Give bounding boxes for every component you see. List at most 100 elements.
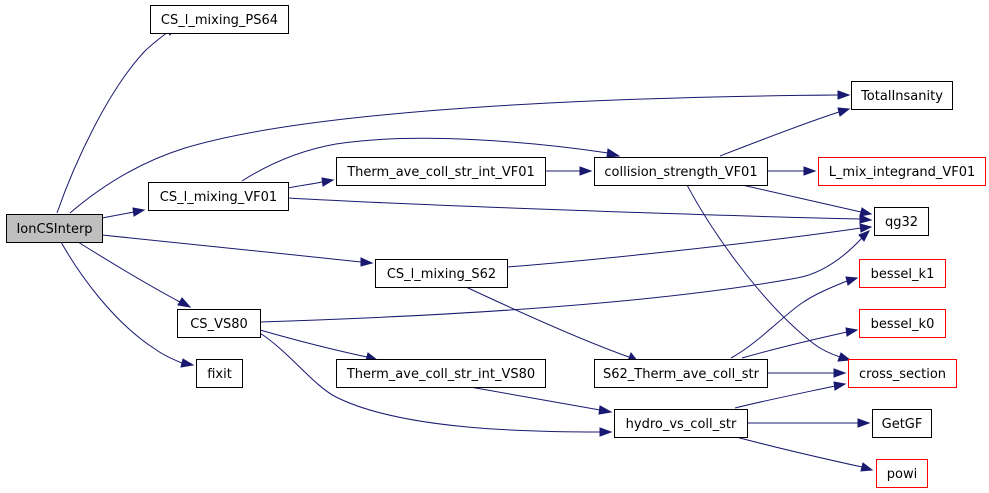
node-label: CS_l_mixing_S62 [387, 267, 496, 282]
edge-line [734, 385, 836, 409]
edge-cs_l_mixing_s62-to-qg32 [506, 223, 873, 268]
edge-cs_l_mixing_vf01-to-collision_strength_vf01 [241, 137, 621, 182]
node-box [196, 359, 243, 388]
arrowhead-icon [132, 207, 146, 217]
arrowhead-icon [833, 381, 847, 391]
node-box [594, 359, 768, 388]
edge-line [241, 137, 609, 182]
node-box [614, 409, 748, 438]
node-s62-therm-ave-coll-str[interactable]: S62_Therm_ave_coll_str [594, 359, 768, 388]
node-label: Therm_ave_coll_str_int_VS80 [346, 367, 535, 382]
edge-collision_strength_vf01-to-totalinsanity [719, 107, 851, 157]
node-box [818, 157, 986, 186]
node-label: bessel_k1 [871, 267, 935, 282]
arrowhead-icon [859, 214, 873, 224]
edge-cs_vs80-to-hydro_vs_coll_str [259, 332, 613, 437]
node-cs-vs80[interactable]: CS_VS80 [177, 309, 261, 338]
arrowhead-icon [606, 148, 621, 158]
node-label: cross_section [859, 367, 946, 382]
node-ioncsinterp[interactable]: IonCSInterp [6, 214, 103, 243]
edge-line [465, 286, 630, 358]
arrowhead-icon [845, 327, 859, 337]
arrowhead-icon [837, 107, 851, 117]
node-box [336, 157, 546, 186]
node-box [859, 259, 946, 288]
node-label: CS_l_mixing_VF01 [160, 190, 277, 205]
edge-cs_l_mixing_s62-to-s62_therm_ave_coll_str [465, 286, 640, 363]
node-box [6, 214, 103, 243]
node-label: powi [887, 467, 917, 482]
node-powi[interactable]: powi [876, 459, 928, 488]
arrowhead-icon [360, 257, 374, 267]
node-box [859, 309, 946, 338]
edge-collision_strength_vf01-to-cross_section [686, 184, 852, 362]
node-bessel-k1[interactable]: bessel_k1 [859, 259, 946, 288]
node-label: CS_VS80 [190, 317, 248, 332]
node-label: fixit [207, 367, 232, 382]
edge-line [719, 111, 840, 157]
edge-cs_l_mixing_vf01-to-therm_ave_coll_str_int_vf01 [287, 177, 335, 189]
edges-layer [56, 25, 874, 472]
edge-line [469, 386, 601, 411]
node-label: IonCSInterp [16, 222, 92, 237]
arrowhead-icon [598, 405, 613, 415]
node-cs-l-mixing-ps64[interactable]: CS_l_mixing_PS64 [150, 5, 289, 34]
arrowhead-icon [837, 352, 852, 362]
arrowhead-icon [858, 230, 871, 242]
edge-line [730, 280, 848, 359]
node-box [148, 182, 289, 211]
edge-hydro_vs_coll_str-to-getgf [747, 418, 871, 428]
node-box [177, 309, 261, 338]
node-cs-l-mixing-s62[interactable]: CS_l_mixing_S62 [375, 259, 508, 288]
node-fixit[interactable]: fixit [196, 359, 243, 388]
node-label: CS_l_mixing_PS64 [161, 13, 278, 28]
edge-s62_therm_ave_coll_str-to-bessel_k0 [741, 327, 859, 359]
node-cs-l-mixing-vf01[interactable]: CS_l_mixing_VF01 [148, 182, 289, 211]
edge-line [60, 241, 183, 364]
edge-ioncsinterp-to-fixit [60, 241, 195, 368]
node-cross-section[interactable]: cross_section [848, 359, 957, 388]
node-therm-ave-coll-str-int-vs80[interactable]: Therm_ave_coll_str_int_VS80 [336, 359, 546, 388]
edge-line [101, 211, 135, 219]
node-label: GetGF [882, 417, 923, 432]
node-box [848, 359, 957, 388]
node-label: qg32 [885, 215, 918, 230]
edge-line [259, 332, 601, 433]
edge-line [287, 197, 861, 220]
edge-collision_strength_vf01-to-qg32 [741, 184, 873, 217]
edge-line [69, 94, 839, 214]
node-l-mix-integrand-vf01[interactable]: L_mix_integrand_VF01 [818, 157, 986, 186]
node-label: Therm_ave_coll_str_int_VF01 [346, 165, 535, 180]
node-label: collision_strength_VF01 [604, 165, 757, 180]
node-getgf[interactable]: GetGF [872, 409, 932, 438]
edge-collision_strength_vf01-to-l_mix_integrand_vf01 [767, 166, 817, 176]
edge-line [287, 181, 323, 189]
edge-cs_vs80-to-qg32 [259, 230, 871, 323]
edge-line [741, 331, 848, 359]
edge-cs_vs80-to-therm_ave_coll_str_int_vs80 [259, 329, 379, 362]
edge-ioncsinterp-to-cs_l_mixing_vf01 [101, 207, 146, 219]
node-bessel-k0[interactable]: bessel_k0 [859, 309, 946, 338]
edge-line [56, 31, 169, 214]
node-box [375, 259, 508, 288]
node-box [876, 459, 928, 488]
node-hydro-vs-coll-str[interactable]: hydro_vs_coll_str [614, 409, 748, 438]
edge-line [741, 184, 862, 213]
node-label: hydro_vs_coll_str [626, 417, 737, 432]
node-totalinsanity[interactable]: TotalInsanity [851, 81, 953, 110]
node-collision-strength-vf01[interactable]: collision_strength_VF01 [594, 157, 768, 186]
arrowhead-icon [833, 368, 847, 378]
node-therm-ave-coll-str-int-vf01[interactable]: Therm_ave_coll_str_int_VF01 [336, 157, 546, 186]
node-label: bessel_k0 [871, 317, 935, 332]
node-box [594, 157, 768, 186]
edge-ioncsinterp-to-cs_l_mixing_s62 [101, 234, 374, 267]
edge-hydro_vs_coll_str-to-cross_section [734, 381, 847, 409]
arrowhead-icon [803, 166, 817, 176]
arrowhead-icon [859, 223, 873, 233]
arrowhead-icon [180, 358, 195, 368]
edge-line [259, 329, 368, 358]
node-qg32[interactable]: qg32 [874, 207, 929, 236]
edge-therm_ave_coll_str_int_vs80-to-hydro_vs_coll_str [469, 386, 613, 415]
arrowhead-icon [177, 297, 192, 308]
arrowhead-icon [321, 177, 335, 187]
